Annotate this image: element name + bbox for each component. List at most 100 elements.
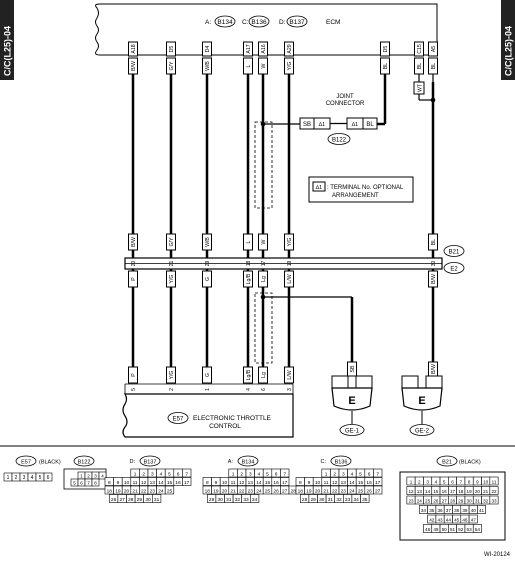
b136-connector-pin: 9: [308, 480, 311, 486]
e57-pin-number: 1: [205, 388, 211, 391]
e57-name-line2: CONTROL: [209, 423, 241, 430]
b137-connector-pin: 30: [145, 497, 151, 503]
ecm-pin-tab: [258, 41, 268, 57]
wire-color-label: Y/G: [287, 62, 293, 71]
b21-connector-pin: 46: [462, 517, 468, 522]
e57-wire-color: Y/G: [169, 371, 175, 380]
wire-color-label: L: [246, 64, 252, 67]
b137-connector-pin: 23: [150, 488, 156, 494]
b137-connector-pin: 18: [107, 488, 113, 494]
ecm-pin-tab: [428, 41, 438, 57]
optional-arrangement-outline: [254, 121, 273, 209]
ecm-pin-label: D5: [383, 46, 389, 53]
b136-connector-pin: 5: [359, 471, 362, 477]
b21-tag: B21: [449, 250, 460, 256]
e-wire-color-tab: [284, 270, 294, 288]
b134-connector-pin: 28: [291, 488, 297, 494]
b134-connector-cell: [280, 477, 290, 486]
e57-wire-color-tab: [166, 366, 176, 384]
b136-connector-id: B136: [335, 459, 348, 465]
b136-connector-pin: 28: [302, 497, 308, 503]
b21-connector-pin: 11: [492, 479, 497, 484]
b134-connector-id-oval: [237, 455, 259, 467]
ecm-pin-tab: [284, 41, 294, 57]
e57-wire-color: G: [205, 373, 211, 377]
b21-connector-pin: 15: [433, 489, 439, 494]
b137-connector-pin: 26: [111, 497, 117, 503]
b21-connector-pin: 24: [417, 498, 423, 503]
figure-code: WI-20124: [484, 552, 511, 558]
e-wire-color: B/W: [431, 274, 437, 284]
b134-connector-prefix: A:: [228, 459, 234, 465]
e-wire-color-tab: [202, 270, 212, 288]
ecm-header-label: B134: [217, 19, 233, 26]
b137-connector-cell: [164, 485, 175, 495]
ground-wire-label: B/W: [431, 364, 437, 374]
b21-wire-color: BL: [431, 239, 437, 245]
ecm-pin-label: D5: [169, 46, 175, 53]
ground-letter: E: [418, 395, 425, 407]
b137-connector-pin: 31: [154, 497, 160, 503]
b136-connector-pin: 31: [328, 497, 334, 503]
b122-connector-id-oval: [73, 455, 95, 467]
b137-connector-id: B137: [144, 459, 157, 465]
b136-connector-pin: 27: [375, 488, 381, 494]
b21-connector-pin: 35: [429, 508, 435, 513]
b136-connector-cell: [373, 477, 383, 486]
e57-id-oval: [167, 412, 189, 424]
b134-connector-pin: 14: [256, 480, 262, 486]
wire-color-label: BL: [417, 63, 423, 69]
b136-connector-pin: 3: [342, 471, 345, 477]
b21-connector-pin: 18: [458, 489, 464, 494]
b21-connector-pin: 53: [467, 527, 473, 532]
b136-connector-pin: 11: [324, 480, 329, 486]
b137-connector-cell: [182, 477, 192, 486]
b134-connector-pin: 33: [243, 497, 249, 503]
b136-connector-pin: 29: [311, 497, 317, 503]
b21-connector-pin: 14: [425, 489, 431, 494]
wire-color-label: BL: [383, 63, 389, 69]
b134-connector-pin: 25: [265, 488, 271, 494]
joint-bl-label: BL: [366, 122, 374, 128]
b137-connector-pin: 5: [168, 471, 171, 477]
b21-wire-color: B/W: [131, 237, 137, 247]
b21-connector-cell: [477, 505, 486, 514]
b134-connector-pin: 3: [249, 471, 252, 477]
b134-connector-pin: 20: [222, 488, 228, 494]
b21-connector-pin: 41: [479, 508, 485, 513]
b137-connector-prefix: D:: [130, 459, 136, 465]
b134-connector-pin: 4: [258, 471, 261, 477]
b21-connector-pin: 4: [435, 479, 438, 484]
b21-connector-pin: 52: [458, 527, 464, 532]
b21-wire-color-tab: [128, 233, 138, 251]
b21-connector-pin: 12: [408, 489, 414, 494]
b137-connector-pin: 8: [108, 480, 111, 486]
wire-color-label: B/W: [131, 61, 137, 71]
b137-connector-pin: 13: [150, 480, 156, 486]
b136-connector-pin: 23: [341, 488, 347, 494]
b21-connector-pin: 23: [408, 498, 414, 503]
b137-connector-pin: 29: [137, 497, 143, 503]
wire-color-label: BL: [431, 63, 437, 69]
ecm-pin-tab: [128, 41, 138, 57]
b137-connector-id-oval: [139, 455, 161, 467]
e57-pin-number: 2: [169, 388, 175, 391]
b134-connector-pin: 15: [265, 480, 271, 486]
e-wire-color: Lg/B: [246, 273, 252, 284]
b21-connector-pin: 16: [442, 489, 448, 494]
b134-connector-pin: 8: [206, 480, 209, 486]
b21-connector-pin: 47: [471, 517, 477, 522]
b21-wire-color-tab: [202, 233, 212, 251]
b21-connector-pin: 51: [450, 527, 456, 532]
b122-pin: 8: [94, 481, 97, 486]
b136-connector-pin: 34: [354, 497, 360, 503]
ecm-pin-label: A16: [261, 44, 267, 53]
b122-pin: 6: [80, 481, 83, 486]
ground-id: GE-1: [345, 429, 360, 435]
ecm-pin-label: A17: [246, 44, 252, 53]
b136-connector-pin: 12: [332, 480, 338, 486]
b21-connector-note: (BLACK): [459, 460, 481, 466]
b21-connector-pin: 38: [454, 508, 460, 513]
b134-connector-pin: 22: [239, 488, 245, 494]
e-wire-color-tab: [128, 270, 138, 288]
